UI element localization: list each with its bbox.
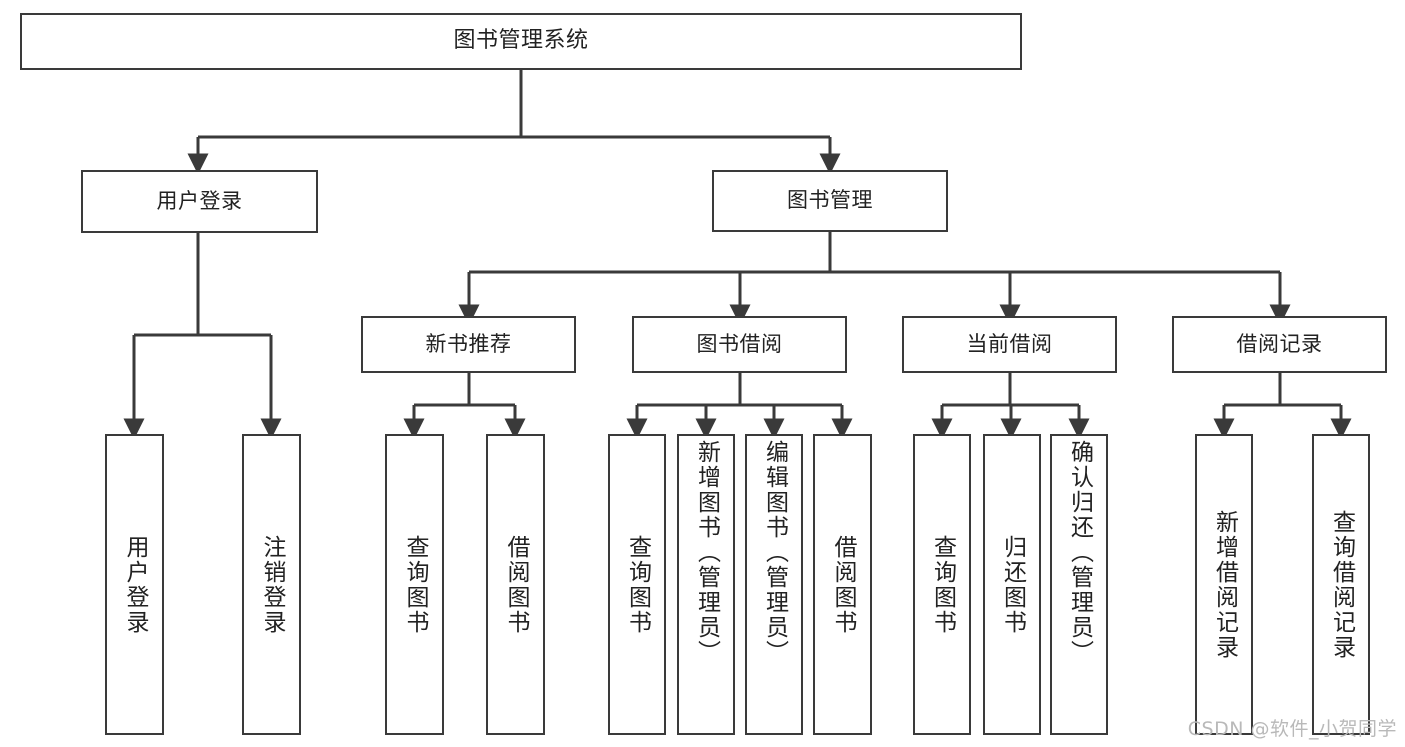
node-leaf-user-login-label: 用户登录 bbox=[122, 534, 148, 635]
node-leaf-query-book-1[interactable]: 查询图书 bbox=[385, 434, 444, 735]
node-leaf-edit-book[interactable]: 编辑图书（管理员） bbox=[745, 434, 803, 735]
node-leaf-borrow-book-1-label: 借阅图书 bbox=[503, 534, 529, 635]
node-borrow-record[interactable]: 借阅记录 bbox=[1172, 316, 1387, 373]
node-leaf-confirm-return[interactable]: 确认归还（管理员） bbox=[1050, 434, 1108, 735]
node-leaf-add-book-label: 新增图书（管理员） bbox=[693, 440, 720, 665]
node-leaf-query-book-3-label: 查询图书 bbox=[929, 534, 956, 635]
node-leaf-query-book-1-label: 查询图书 bbox=[402, 534, 428, 635]
node-book-manage[interactable]: 图书管理 bbox=[712, 170, 948, 232]
node-leaf-borrow-book-2-label: 借阅图书 bbox=[830, 534, 856, 635]
node-user-login[interactable]: 用户登录 bbox=[81, 170, 318, 233]
node-leaf-borrow-book-1[interactable]: 借阅图书 bbox=[486, 434, 545, 735]
watermark: CSDN @软件_小贺同学 bbox=[1187, 718, 1397, 740]
node-book-borrow-label: 图书借阅 bbox=[696, 331, 783, 356]
node-root-label: 图书管理系统 bbox=[453, 28, 589, 54]
node-leaf-query-record-label: 查询借阅记录 bbox=[1328, 509, 1355, 660]
node-current-borrow[interactable]: 当前借阅 bbox=[902, 316, 1117, 373]
node-leaf-query-record[interactable]: 查询借阅记录 bbox=[1312, 434, 1370, 735]
node-leaf-query-book-3[interactable]: 查询图书 bbox=[913, 434, 971, 735]
node-leaf-add-record-label: 新增借阅记录 bbox=[1211, 509, 1238, 660]
node-root[interactable]: 图书管理系统 bbox=[20, 13, 1022, 70]
node-leaf-confirm-return-label: 确认归还（管理员） bbox=[1066, 440, 1093, 665]
node-leaf-add-record[interactable]: 新增借阅记录 bbox=[1195, 434, 1253, 735]
node-current-borrow-label: 当前借阅 bbox=[966, 331, 1053, 356]
node-borrow-record-label: 借阅记录 bbox=[1236, 331, 1323, 356]
node-leaf-user-login[interactable]: 用户登录 bbox=[105, 434, 164, 735]
node-leaf-add-book[interactable]: 新增图书（管理员） bbox=[677, 434, 735, 735]
node-leaf-logout-label: 注销登录 bbox=[259, 534, 285, 635]
node-new-book-recommend[interactable]: 新书推荐 bbox=[361, 316, 576, 373]
node-user-login-label: 用户登录 bbox=[156, 188, 243, 213]
node-book-borrow[interactable]: 图书借阅 bbox=[632, 316, 847, 373]
node-leaf-edit-book-label: 编辑图书（管理员） bbox=[761, 440, 788, 665]
node-leaf-logout[interactable]: 注销登录 bbox=[242, 434, 301, 735]
node-leaf-return-book[interactable]: 归还图书 bbox=[983, 434, 1041, 735]
node-leaf-return-book-label: 归还图书 bbox=[999, 534, 1026, 635]
node-leaf-borrow-book-2[interactable]: 借阅图书 bbox=[813, 434, 872, 735]
node-new-book-recommend-label: 新书推荐 bbox=[425, 331, 512, 356]
node-book-manage-label: 图书管理 bbox=[787, 188, 873, 213]
node-leaf-query-book-2-label: 查询图书 bbox=[624, 534, 651, 635]
node-leaf-query-book-2[interactable]: 查询图书 bbox=[608, 434, 666, 735]
